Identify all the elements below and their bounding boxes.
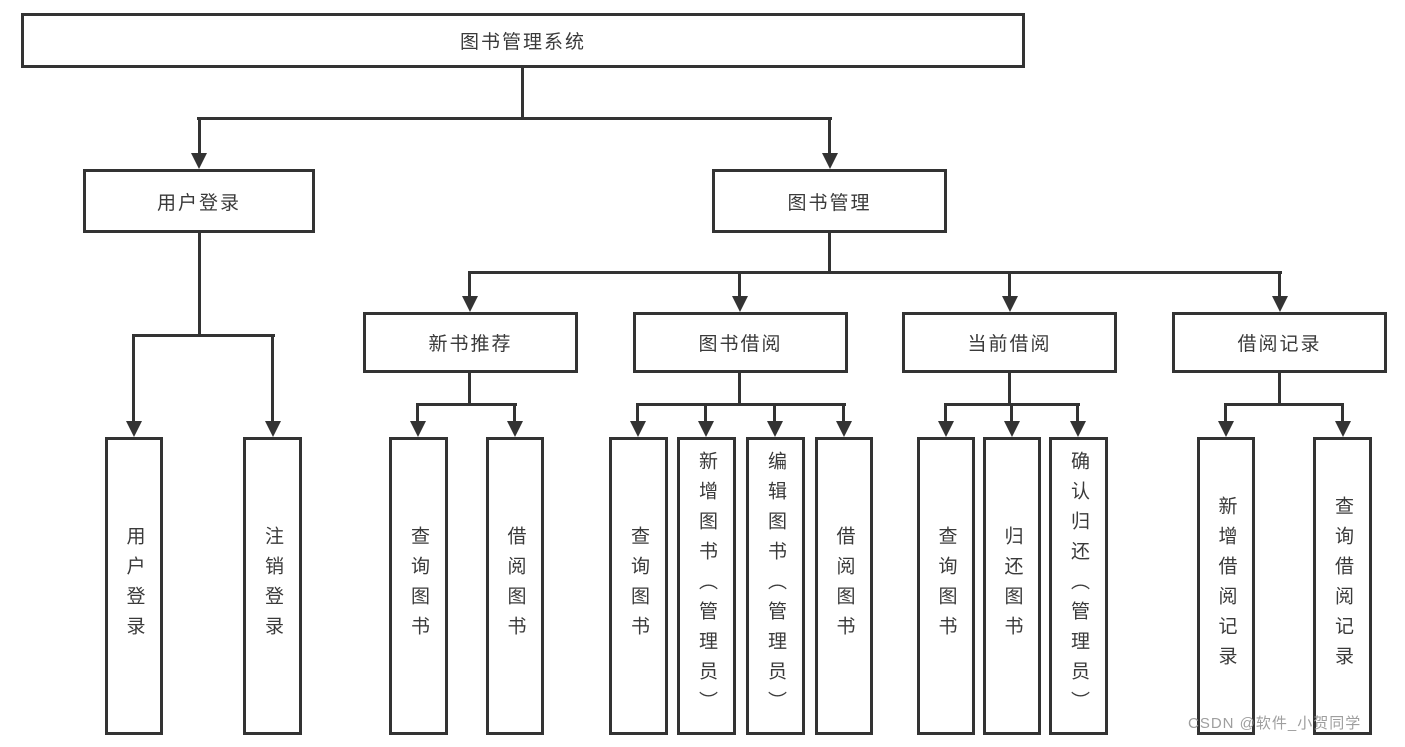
connector-g3-leaf2 [1010, 403, 1013, 423]
leaf-logout: 注销登录 [243, 437, 302, 735]
leaf-add-borrow-record-label: 新增借阅记录 [1215, 496, 1237, 676]
connector-borrow-records-rail [1224, 403, 1344, 406]
leaf-query-books-current-label: 查询图书 [935, 526, 957, 646]
node-current-borrow: 当前借阅 [902, 312, 1117, 373]
node-user-login-module-label: 用户登录 [156, 192, 241, 214]
connector-g1-leaf1 [416, 403, 419, 423]
node-user-login-module: 用户登录 [83, 169, 315, 233]
arrow-to-book-borrow [732, 296, 748, 312]
node-library-system-label: 图书管理系统 [459, 32, 586, 53]
leaf-borrow-books-recommend-label: 借阅图书 [504, 526, 526, 646]
leaf-add-book-admin-label: 新增图书（管理员） [696, 451, 717, 721]
node-new-book-recommend-label: 新书推荐 [428, 334, 513, 355]
arrow-g4-leaf1 [1218, 421, 1234, 437]
connector-root-stem [521, 68, 524, 119]
arrow-g2-leaf3 [767, 421, 783, 437]
leaf-borrow-books-recommend: 借阅图书 [486, 437, 544, 735]
leaf-return-book-label: 归还图书 [1001, 526, 1023, 646]
connector-g4-leaf2 [1341, 403, 1344, 423]
connector-book-borrow-stem [738, 372, 741, 406]
arrow-to-borrow-records [1272, 296, 1288, 312]
connector-user-login-stem [198, 233, 201, 337]
arrow-to-user-login [191, 153, 207, 169]
leaf-user-login-label: 用户登录 [123, 526, 145, 646]
node-new-book-recommend: 新书推荐 [363, 312, 578, 373]
arrow-to-book-mgmt [822, 153, 838, 169]
arrow-to-new-book [462, 296, 478, 312]
leaf-query-books-borrow: 查询图书 [609, 437, 668, 735]
connector-g1-leaf2 [513, 403, 516, 423]
leaf-logout-label: 注销登录 [262, 526, 283, 646]
leaf-query-books-recommend: 查询图书 [389, 437, 448, 735]
connector-to-leaf-user-login [132, 334, 135, 423]
arrow-g3-leaf2 [1004, 421, 1020, 437]
leaf-query-borrow-record: 查询借阅记录 [1313, 437, 1372, 735]
leaf-user-login: 用户登录 [105, 437, 163, 735]
node-book-borrow: 图书借阅 [633, 312, 848, 373]
node-book-borrow-label: 图书借阅 [698, 334, 783, 355]
connector-to-user-login [198, 117, 201, 155]
arrow-to-leaf-logout [265, 421, 281, 437]
leaf-borrow-books: 借阅图书 [815, 437, 873, 735]
connector-to-book-mgmt [828, 117, 831, 155]
node-book-management-label: 图书管理 [787, 192, 872, 214]
leaf-confirm-return-admin-label: 确认归还（管理员） [1068, 451, 1089, 721]
connector-to-current-borrow [1008, 271, 1011, 299]
connector-g2-leaf1 [636, 403, 639, 423]
leaf-edit-book-admin: 编辑图书（管理员） [746, 437, 805, 735]
leaf-return-book: 归还图书 [983, 437, 1041, 735]
arrow-g1-leaf1 [410, 421, 426, 437]
connector-to-leaf-logout [271, 334, 274, 423]
connector-g3-leaf3 [1076, 403, 1079, 423]
arrow-g2-leaf2 [698, 421, 714, 437]
leaf-confirm-return-admin: 确认归还（管理员） [1049, 437, 1108, 735]
node-library-system: 图书管理系统 [21, 13, 1025, 68]
arrow-g2-leaf4 [836, 421, 852, 437]
leaf-query-books-current: 查询图书 [917, 437, 975, 735]
arrow-g4-leaf2 [1335, 421, 1351, 437]
leaf-query-books-borrow-label: 查询图书 [628, 526, 649, 646]
arrow-to-leaf-user-login [126, 421, 142, 437]
connector-new-book-rail [416, 403, 517, 406]
arrow-g3-leaf3 [1070, 421, 1086, 437]
connector-to-new-book [468, 271, 471, 299]
leaf-query-borrow-record-label: 查询借阅记录 [1332, 496, 1353, 676]
node-current-borrow-label: 当前借阅 [967, 334, 1052, 355]
leaf-borrow-books-label: 借阅图书 [833, 526, 855, 646]
connector-to-borrow-records [1278, 271, 1281, 299]
arrow-to-current-borrow [1002, 296, 1018, 312]
node-borrow-records: 借阅记录 [1172, 312, 1387, 373]
connector-book-mgmt-rail [468, 271, 1282, 274]
connector-g4-leaf1 [1224, 403, 1227, 423]
connector-g2-leaf3 [773, 403, 776, 423]
connector-current-borrow-stem [1008, 372, 1011, 406]
arrow-g1-leaf2 [507, 421, 523, 437]
connector-borrow-records-stem [1278, 372, 1281, 406]
connector-book-borrow-rail [636, 403, 846, 406]
node-book-management: 图书管理 [712, 169, 947, 233]
csdn-watermark: CSDN @软件_小贺同学 [1188, 715, 1362, 732]
leaf-add-book-admin: 新增图书（管理员） [677, 437, 736, 735]
connector-g2-leaf2 [704, 403, 707, 423]
arrow-g3-leaf1 [938, 421, 954, 437]
connector-root-rail [197, 117, 832, 120]
connector-book-mgmt-stem [828, 233, 831, 274]
connector-user-login-rail [132, 334, 275, 337]
connector-g3-leaf1 [944, 403, 947, 423]
connector-new-book-stem [468, 372, 471, 406]
arrow-g2-leaf1 [630, 421, 646, 437]
leaf-add-borrow-record: 新增借阅记录 [1197, 437, 1255, 735]
node-borrow-records-label: 借阅记录 [1237, 334, 1322, 355]
connector-g2-leaf4 [842, 403, 845, 423]
connector-to-book-borrow [738, 271, 741, 299]
leaf-query-books-recommend-label: 查询图书 [408, 526, 429, 646]
leaf-edit-book-admin-label: 编辑图书（管理员） [765, 451, 786, 721]
